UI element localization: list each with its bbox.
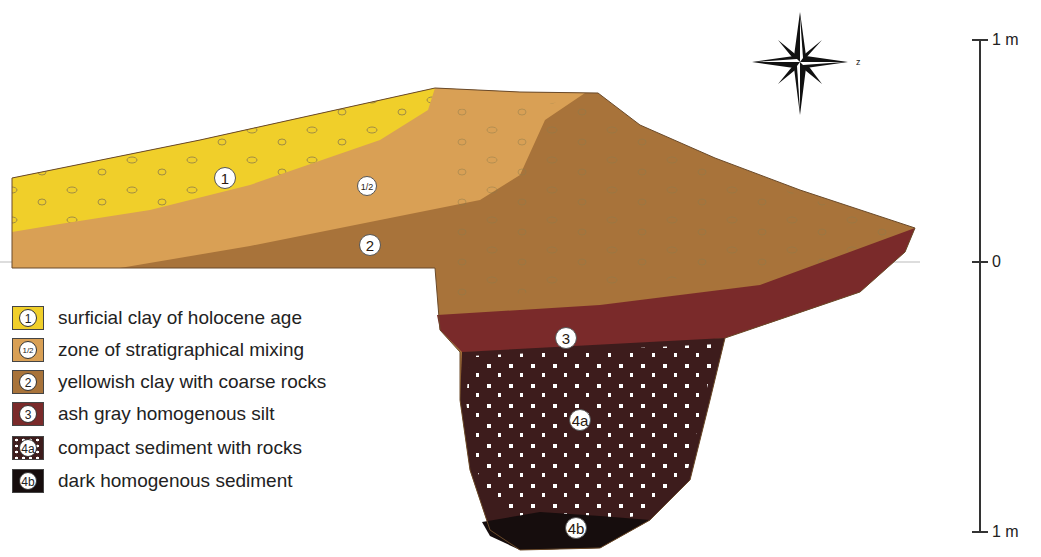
pebble-texture	[12, 88, 435, 232]
legend-text: zone of stratigraphical mixing	[58, 339, 304, 361]
layer-1	[12, 88, 435, 232]
scale-label: 1 m	[992, 31, 1019, 49]
section-outline	[12, 88, 915, 550]
legend-number: 4a	[19, 439, 37, 457]
legend-text: compact sediment with rocks	[58, 437, 302, 459]
callout-number: 1	[214, 167, 236, 189]
rock-dots	[466, 344, 718, 520]
legend-number: 1/2	[19, 341, 37, 359]
scale-label: 0	[992, 253, 1001, 271]
layer-4b	[482, 512, 650, 550]
layer-4a	[460, 338, 725, 550]
legend-number: 3	[19, 405, 37, 423]
compass-letter: z	[856, 57, 861, 67]
callout-number: 3	[555, 327, 577, 349]
callout-number: 1/2	[357, 176, 377, 196]
scale-label: 1 m	[992, 523, 1019, 541]
legend-number: 2	[19, 373, 37, 391]
legend-number: 1	[19, 309, 37, 327]
callout-number: 4b	[565, 517, 587, 539]
legend-number: 4b	[19, 472, 37, 490]
legend-text: ash gray homogenous silt	[58, 403, 275, 425]
callout-number: 2	[359, 234, 381, 256]
compass-rose	[752, 12, 848, 115]
callout-number: 4a	[569, 409, 591, 431]
layer-3	[437, 228, 915, 352]
legend-text: dark homogenous sediment	[58, 470, 292, 492]
legend-text: yellowish clay with coarse rocks	[58, 371, 326, 393]
scale-bar	[972, 40, 988, 532]
layer-2	[12, 88, 915, 550]
legend-text: surficial clay of holocene age	[58, 307, 302, 329]
